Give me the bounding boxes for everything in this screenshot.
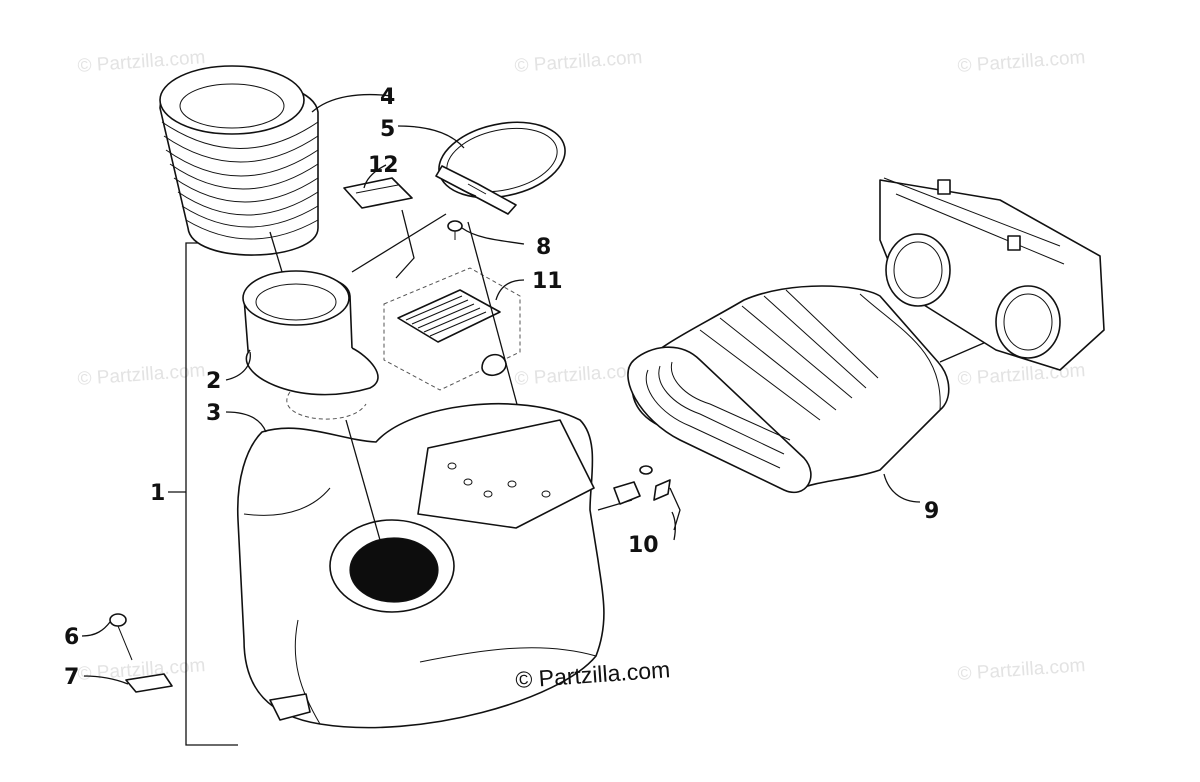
part-12-strap [343, 177, 413, 209]
callout-labels: 1 2 3 4 5 6 7 8 9 10 11 12 [64, 85, 939, 690]
watermark-mid-center: © Partzilla.com [514, 360, 643, 390]
callout-3: 3 [206, 401, 221, 426]
part-6-plug [109, 613, 133, 661]
part-3-airbox [236, 402, 605, 729]
leader-lines [81, 93, 921, 685]
callout-7: 7 [64, 665, 79, 690]
callout-9: 9 [924, 499, 939, 524]
watermark-top-right: © Partzilla.com [957, 47, 1086, 77]
watermark-top-left: © Partzilla.com [77, 47, 206, 77]
part-2-adapter [242, 270, 379, 420]
part-8-screw [447, 220, 463, 240]
callout-5: 5 [380, 117, 395, 142]
carburetor-assembly [879, 177, 1105, 371]
callout-12: 12 [368, 153, 399, 178]
part-10-hardware [613, 465, 671, 505]
callout-6: 6 [64, 625, 79, 650]
callout-4: 4 [380, 85, 395, 110]
part-7-clip [125, 673, 173, 693]
watermark-mid-left: © Partzilla.com [77, 360, 206, 390]
callout-2: 2 [206, 369, 221, 394]
part-11-decal [383, 267, 521, 391]
watermarks: © Partzilla.com © Partzilla.com © Partzi… [77, 47, 1086, 685]
callout-8: 8 [536, 235, 551, 260]
watermark-bottom-right: © Partzilla.com [957, 655, 1086, 685]
watermark-top-center: © Partzilla.com [514, 47, 643, 77]
callout-1: 1 [150, 481, 165, 506]
part-9-duct [627, 285, 950, 493]
callout-10: 10 [628, 533, 659, 558]
callout-11: 11 [532, 269, 563, 294]
part-4-bellows [159, 65, 319, 256]
part-5-clamp [435, 121, 566, 215]
